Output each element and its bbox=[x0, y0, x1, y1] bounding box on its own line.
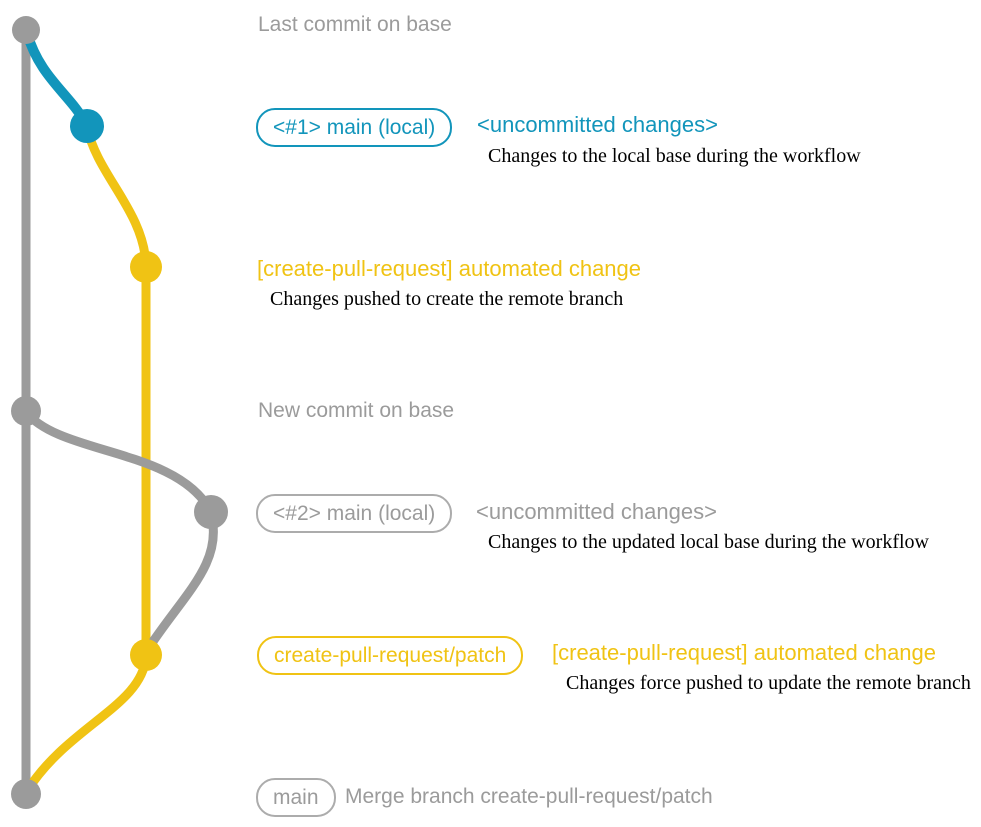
uncommitted-changes-desc-2: Changes to the updated local base during… bbox=[488, 531, 929, 553]
merge-curve bbox=[22, 652, 151, 796]
uncommitted-changes-desc-1: Changes to the local base during the wor… bbox=[488, 145, 861, 167]
uncommitted-branch-curve-1 bbox=[22, 28, 91, 129]
rebase-curve-in bbox=[143, 509, 218, 654]
commit-node-automated-1 bbox=[130, 251, 162, 283]
automated-change-desc-1: Changes pushed to create the remote bran… bbox=[270, 288, 624, 310]
rebase-curve-out bbox=[21, 407, 215, 515]
branch-badge-main: main bbox=[256, 778, 336, 817]
automated-change-heading-1: [create-pull-request] automated change bbox=[257, 256, 642, 281]
uncommitted-changes-heading-1: <uncommitted changes> bbox=[477, 112, 718, 137]
automated-change-desc-2: Changes force pushed to update the remot… bbox=[566, 672, 971, 694]
automated-change-heading-2: [create-pull-request] automated change bbox=[552, 640, 937, 665]
commit-node-automated-2 bbox=[130, 639, 162, 671]
commit-node-uncommitted-1 bbox=[70, 109, 104, 143]
uncommitted-changes-heading-2: <uncommitted changes> bbox=[476, 499, 717, 524]
merge-commit-label: Merge branch create-pull-request/patch bbox=[345, 785, 713, 808]
commit-node-last-base bbox=[12, 16, 40, 44]
branch-badge-main-local-1: <#1> main (local) bbox=[256, 108, 453, 147]
git-graph bbox=[11, 16, 228, 809]
commit-node-merge bbox=[11, 779, 41, 809]
commit-node-new-base bbox=[11, 396, 41, 426]
patch-branch-line bbox=[82, 122, 151, 659]
commit-node-uncommitted-2 bbox=[194, 495, 228, 529]
last-commit-label: Last commit on base bbox=[258, 13, 452, 36]
branch-badge-main-local-2: <#2> main (local) bbox=[256, 494, 453, 533]
branch-badge-patch: create-pull-request/patch bbox=[257, 636, 524, 675]
new-commit-label: New commit on base bbox=[258, 399, 455, 422]
